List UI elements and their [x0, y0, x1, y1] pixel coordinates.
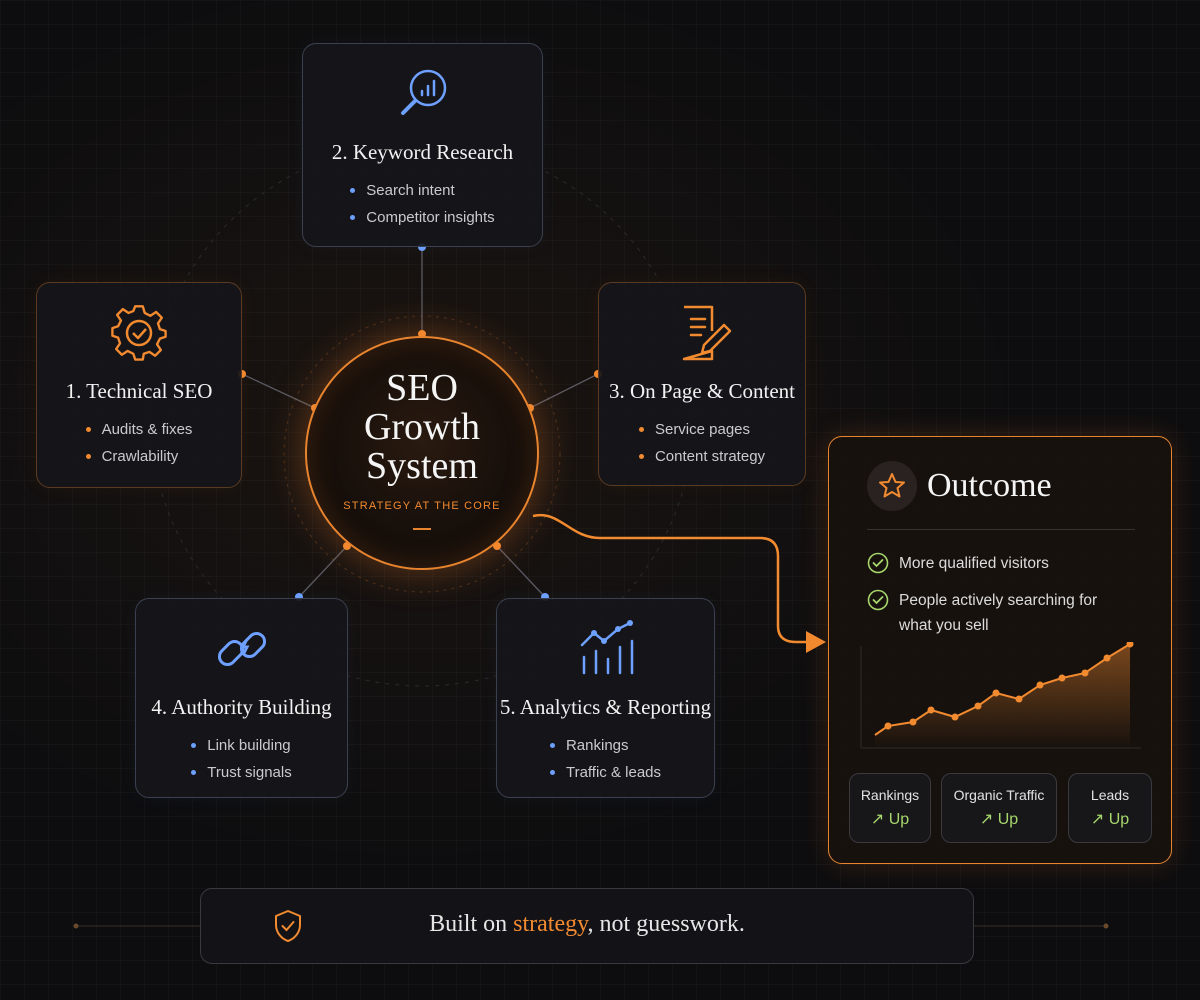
footer-tagline-accent: strategy: [513, 911, 588, 937]
pillar-bullet: Trust signals: [191, 759, 292, 786]
pillar-bullet: Content strategy: [638, 443, 765, 470]
hub-subtitle: STRATEGY AT THE CORE: [343, 499, 501, 512]
pillar-card-authority-building: 4. Authority Building Link building Trus…: [135, 598, 348, 798]
outcome-check-label: People actively searching for what you s…: [899, 592, 1098, 634]
trend-area: [875, 644, 1130, 748]
metric-rankings: Rankings ↗ Up: [849, 773, 931, 843]
hub-circle: SEO Growth System STRATEGY AT THE CORE: [305, 336, 539, 570]
check-circle-icon: [867, 552, 889, 574]
footer-tagline-prefix: Built on: [429, 911, 514, 937]
pillar-title: 5. Analytics & Reporting: [499, 695, 712, 719]
pillar-bullet: Rankings: [549, 732, 661, 759]
pillar-title: 4. Authority Building: [151, 695, 332, 719]
pillar-title: 3. On Page & Content: [608, 379, 796, 403]
outcome-check-label: More qualified visitors: [899, 555, 1049, 572]
outcome-panel: Outcome More qualified visitors People a…: [828, 436, 1172, 864]
hub-title: SEO Growth System: [363, 366, 481, 487]
document-pencil-icon: [682, 305, 732, 361]
outcome-arrow: [532, 513, 806, 644]
pillar-card-technical-seo: 1. Technical SEO Audits & fixes Crawlabi…: [36, 282, 242, 488]
metric-label: Rankings: [860, 787, 920, 803]
chain-link-icon: [217, 631, 266, 667]
magnifier-chart-icon: [400, 69, 446, 115]
metric-label: Leads: [1090, 787, 1130, 803]
outcome-check-item: More qualified visitors: [867, 551, 1109, 576]
pillar-title: 2. Keyword Research: [331, 140, 514, 164]
growth-trend-chart: [860, 642, 1141, 749]
pillar-card-keyword-research: 2. Keyword Research Search intent Compet…: [302, 43, 543, 247]
pillar-card-analytics-reporting: 5. Analytics & Reporting Rankings Traffi…: [496, 598, 715, 798]
trend-points: [884, 642, 1134, 730]
pillar-bullet: Traffic & leads: [549, 759, 661, 786]
footer-banner: Built on strategy, not guesswork.: [200, 888, 974, 964]
metric-organic-traffic: Organic Traffic ↗ Up: [941, 773, 1057, 843]
footer-tagline: Built on strategy, not guesswork.: [201, 911, 973, 938]
pillar-bullet: Link building: [191, 732, 291, 759]
hub-divider: [413, 527, 431, 530]
outcome-header: Outcome: [867, 461, 1052, 511]
star-badge: [867, 461, 917, 511]
metric-label: Organic Traffic: [953, 787, 1045, 803]
metric-value: ↗ Up: [870, 811, 910, 828]
pillar-bullet: Competitor insights: [350, 204, 495, 231]
shield-check-icon: [275, 910, 301, 942]
pillar-bullet: Audits & fixes: [85, 416, 192, 443]
check-circle-icon: [867, 589, 889, 611]
metric-value: ↗ Up: [979, 811, 1019, 828]
pillar-card-on-page-content: 3. On Page & Content Service pages Conte…: [598, 282, 806, 486]
pillar-bullet: Crawlability: [85, 443, 193, 470]
outcome-divider: [867, 529, 1135, 530]
pillar-title: 1. Technical SEO: [65, 379, 213, 403]
gear-check-icon: [111, 305, 167, 361]
metric-leads: Leads ↗ Up: [1068, 773, 1152, 843]
star-icon: [879, 473, 905, 498]
metric-value: ↗ Up: [1090, 811, 1130, 828]
pillar-bullet: Search intent: [350, 177, 494, 204]
footer-tagline-suffix: , not guesswork.: [587, 911, 745, 937]
outcome-title: Outcome: [927, 467, 1052, 504]
trend-chart-icon: [580, 620, 633, 675]
pillar-bullet: Service pages: [638, 416, 765, 443]
outcome-check-item: People actively searching for what you s…: [867, 588, 1109, 638]
